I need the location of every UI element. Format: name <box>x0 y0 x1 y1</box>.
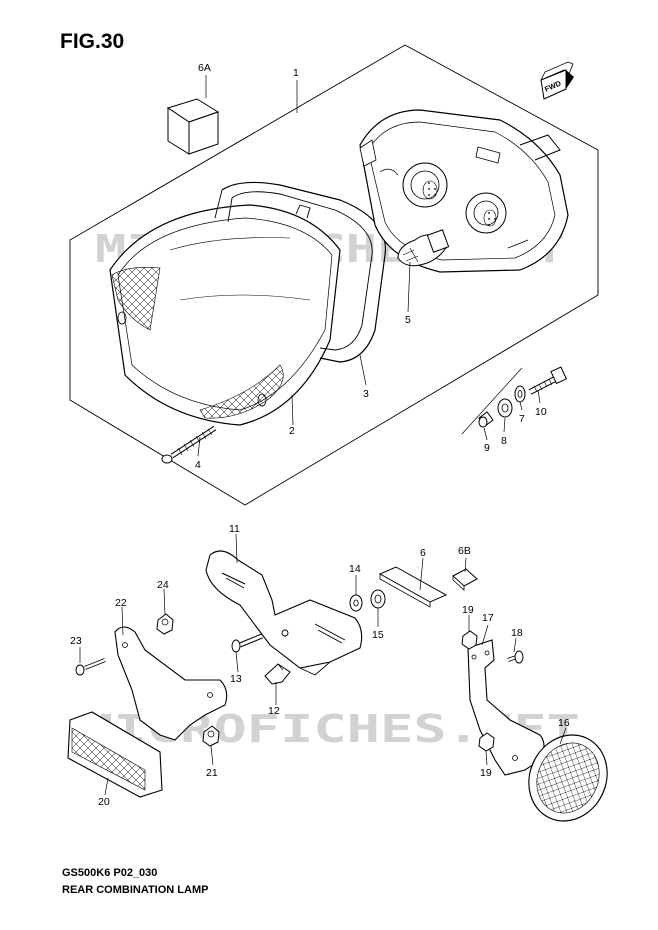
callout-5: 5 <box>405 314 411 326</box>
callout-8: 8 <box>501 435 507 447</box>
part-reflector-20 <box>67 711 163 798</box>
part-screw-4 <box>161 425 217 464</box>
fwd-arrow-icon: FWD <box>540 61 574 100</box>
callout-14: 14 <box>349 563 361 575</box>
part-clip-12 <box>264 663 291 685</box>
callout-16: 16 <box>558 717 570 729</box>
part-nut-24 <box>156 613 174 635</box>
part-bulb <box>397 229 450 267</box>
callout-1: 1 <box>293 67 299 79</box>
part-lamp-housing <box>359 109 569 273</box>
callout-7: 7 <box>519 413 525 425</box>
part-collar-8 <box>497 398 513 418</box>
callout-2: 2 <box>289 425 295 437</box>
part-bracket-11 <box>205 550 363 676</box>
part-nut-19-lower <box>478 732 495 752</box>
callout-labels: 1 2 3 4 5 6A 6 6B 7 8 9 10 11 12 13 14 1… <box>70 62 570 808</box>
part-bolt-13 <box>231 633 263 653</box>
leader-lines <box>79 75 567 796</box>
part-washer-7 <box>514 385 526 403</box>
callout-22: 22 <box>115 597 127 609</box>
part-pad-6 <box>378 566 448 608</box>
callout-19-lower: 19 <box>480 767 492 779</box>
part-collar-15 <box>370 589 386 609</box>
part-washer-14 <box>349 594 363 612</box>
callout-17: 17 <box>482 612 494 624</box>
part-lens <box>109 204 341 426</box>
callout-3: 3 <box>363 388 369 400</box>
callout-13: 13 <box>230 673 242 685</box>
callout-6a: 6A <box>198 62 211 74</box>
figure-name: REAR COMBINATION LAMP <box>62 884 209 896</box>
callout-4: 4 <box>195 459 201 471</box>
callout-24: 24 <box>157 579 169 591</box>
assembly-outline <box>69 44 599 506</box>
callout-6: 6 <box>420 547 426 559</box>
part-reflector-16 <box>528 734 608 822</box>
callout-9: 9 <box>484 442 490 454</box>
part-screw-18 <box>507 650 524 664</box>
callout-23: 23 <box>70 635 82 647</box>
part-nut-19-upper <box>461 630 478 650</box>
callout-15: 15 <box>372 629 384 641</box>
callout-18: 18 <box>511 627 523 639</box>
callout-12: 12 <box>268 705 280 717</box>
part-nut-21 <box>202 725 220 747</box>
part-screw-23 <box>75 658 106 676</box>
part-bolt-10 <box>528 366 568 395</box>
part-pad-6a <box>166 98 220 155</box>
callout-11: 11 <box>229 523 240 535</box>
callout-10: 10 <box>535 406 547 418</box>
part-pad-6b <box>452 568 478 591</box>
part-bracket-22 <box>114 626 228 741</box>
callout-20: 20 <box>98 796 110 808</box>
figure-title: FIG.30 <box>60 30 125 53</box>
callout-21: 21 <box>206 767 218 779</box>
part-grommet-9 <box>478 411 494 428</box>
callout-19-upper: 19 <box>462 604 474 616</box>
callout-6b: 6B <box>458 545 471 557</box>
model-code: GS500K6 P02_030 <box>62 867 158 879</box>
